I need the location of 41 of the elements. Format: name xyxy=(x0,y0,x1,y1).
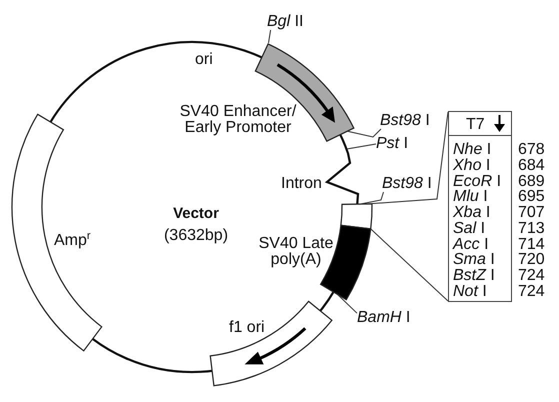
enzyme-name: EcoR I xyxy=(453,174,502,190)
restriction-site-label: Pst I xyxy=(376,136,408,152)
leader-line xyxy=(268,30,272,44)
enzyme-name: Mlu I xyxy=(453,189,488,206)
feature-label: Intron xyxy=(281,176,322,192)
enzyme-name: Xho I xyxy=(453,158,490,174)
leader-line xyxy=(347,144,376,150)
enzyme-name: Acc I xyxy=(453,236,489,252)
promoter-label: T7 xyxy=(466,117,485,133)
enzyme-name: Not I xyxy=(453,284,487,300)
site-position: 713 xyxy=(518,220,545,237)
leader-line xyxy=(368,112,448,302)
enzyme-name: Xba I xyxy=(453,205,490,221)
plasmid-size-label: (3632bp) xyxy=(162,228,230,244)
site-position: 714 xyxy=(518,236,545,252)
site-position: 707 xyxy=(518,205,545,221)
enzyme-table xyxy=(448,111,512,302)
feature-label: SV40 Enhancer/ Early Promoter xyxy=(178,104,298,136)
plasmid-label: Vector xyxy=(172,206,220,222)
enzyme-name: BstZ I xyxy=(453,268,495,284)
site-position: 724 xyxy=(518,268,545,284)
leader-line xyxy=(360,192,384,205)
feature-label: SV40 Late poly(A) xyxy=(258,236,334,268)
restriction-site-label: Bst98 I xyxy=(382,176,432,192)
enzyme-name: Sma I xyxy=(453,252,495,268)
site-position: 689 xyxy=(518,174,545,190)
enzyme-name: Nhe I xyxy=(453,142,492,158)
enzyme-name: Sal I xyxy=(453,220,486,237)
site-position: 678 xyxy=(518,142,545,158)
restriction-site-label: Bst98 I xyxy=(380,113,430,129)
feature-label: ori xyxy=(195,52,213,68)
leader-line xyxy=(347,128,382,138)
site-position: 724 xyxy=(518,284,545,300)
leader-line xyxy=(337,294,358,314)
restriction-site-label: Bgl II xyxy=(267,14,304,30)
restriction-site-label: BamH I xyxy=(357,310,410,326)
site-position: 695 xyxy=(518,189,545,206)
site-position: 684 xyxy=(518,158,545,174)
site-position: 720 xyxy=(518,252,545,268)
feature-label: Amp$^{r}$ xyxy=(54,233,91,249)
feature-label: f1 ori xyxy=(229,320,265,336)
